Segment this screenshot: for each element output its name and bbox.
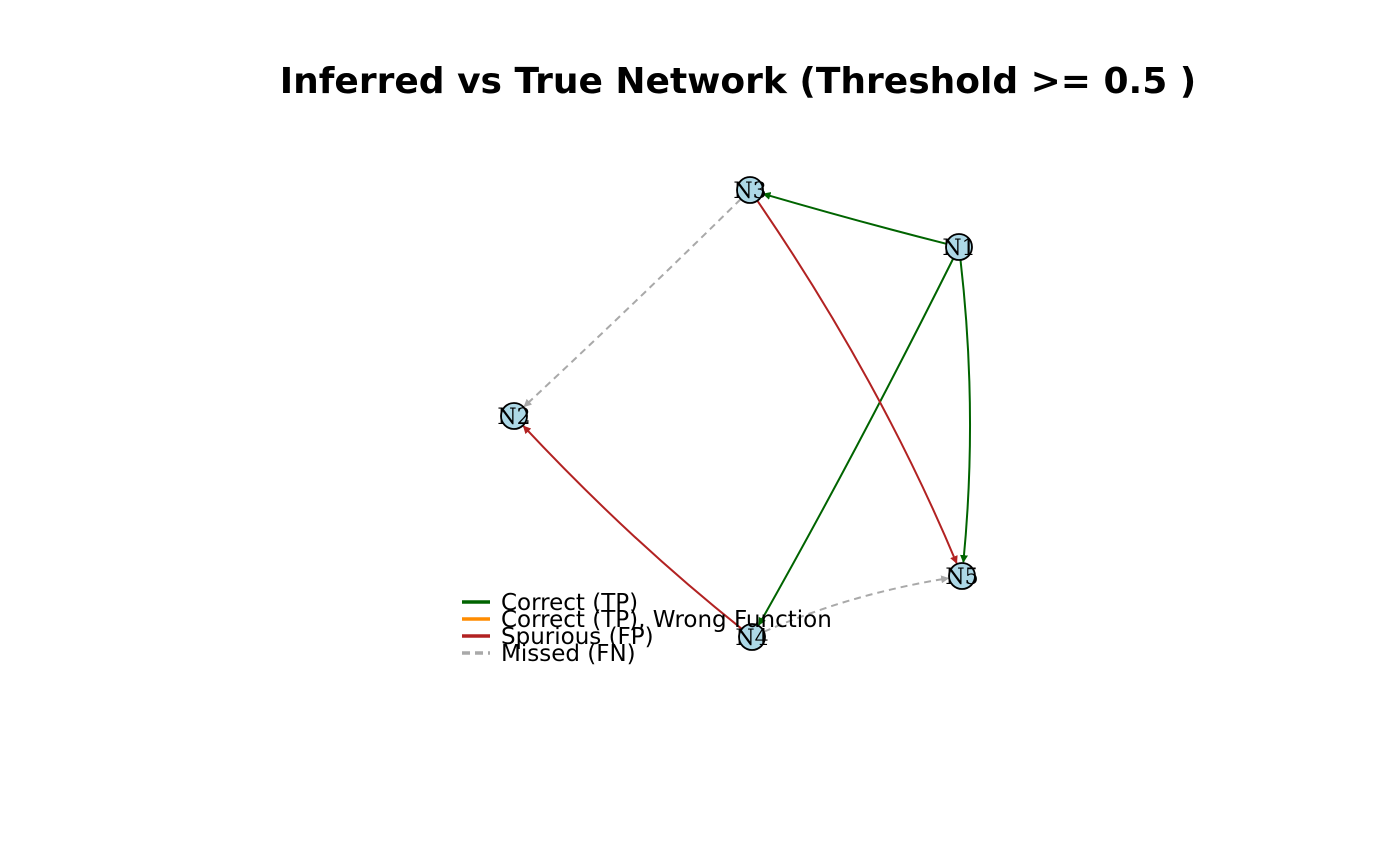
node-n5: N5: [945, 562, 979, 590]
node-label: N4: [735, 626, 768, 651]
legend: Correct (TP)Correct (TP), Wrong Function…: [462, 590, 832, 667]
node-circle: [736, 176, 764, 204]
node-circle: [945, 233, 973, 261]
chart-title: Inferred vs True Network (Threshold >= 0…: [280, 61, 1197, 102]
edge-n4-n2: [522, 425, 743, 630]
node-circle: [948, 562, 976, 590]
node-circle: [500, 402, 528, 430]
edge-n4-n5: [763, 575, 950, 633]
node-n2: N2: [497, 402, 531, 430]
node-circle: [738, 623, 766, 651]
node-n4: N4: [735, 623, 769, 651]
legend-label-fn: Missed (FN): [501, 641, 636, 667]
node-label: N5: [945, 565, 978, 590]
edge-n3-n2: [523, 198, 742, 408]
node-n3: N3: [733, 176, 767, 204]
edge-n3-n5: [756, 200, 958, 565]
edge-n1-n4: [758, 258, 955, 626]
node-n1: N1: [942, 233, 976, 261]
node-label: N3: [733, 179, 766, 204]
edge-n1-n3: [762, 192, 947, 245]
legend-label-tp_wrong: Correct (TP), Wrong Function: [501, 607, 832, 633]
edge-n1-n5: [959, 259, 972, 564]
legend-label-fp: Spurious (FP): [501, 624, 654, 650]
node-label: N1: [942, 236, 975, 261]
node-label: N2: [497, 405, 530, 430]
legend-label-tp: Correct (TP): [501, 590, 638, 616]
edges-layer: [522, 192, 972, 633]
